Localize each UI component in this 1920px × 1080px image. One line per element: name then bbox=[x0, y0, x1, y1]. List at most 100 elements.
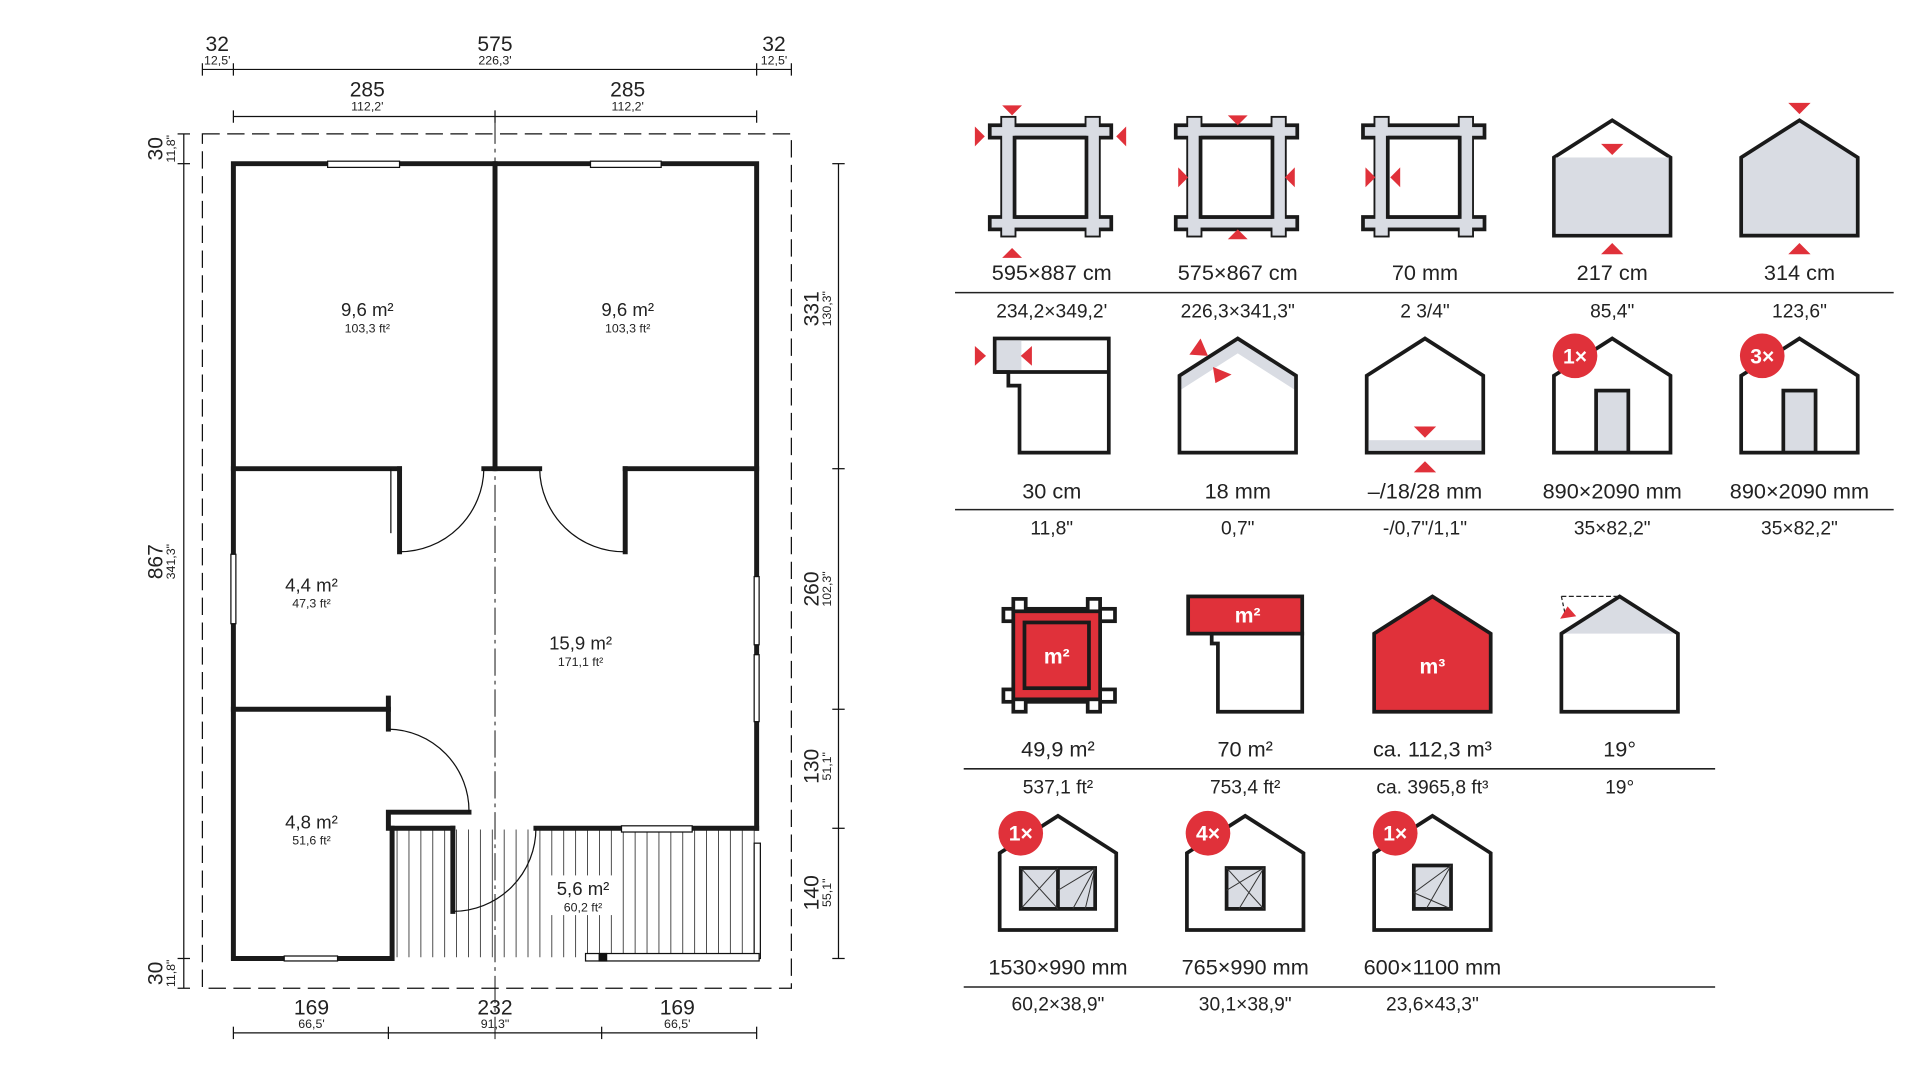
quantity-badge-label: 4× bbox=[1196, 823, 1220, 846]
room-area-imperial: 51,6 ft² bbox=[292, 833, 331, 847]
window bbox=[753, 654, 760, 723]
dim-label: 11,8" bbox=[164, 960, 178, 988]
dim-label: 32 bbox=[206, 33, 229, 56]
room-area-imperial: 60,2 ft² bbox=[564, 900, 603, 914]
spec-value: 890×2090 mm bbox=[1543, 478, 1682, 503]
roof-thickness-icon bbox=[1177, 336, 1298, 455]
roof-area-icon: m² bbox=[1186, 594, 1305, 714]
spec-value: 70 m² bbox=[1217, 736, 1272, 761]
dim-label: 331 bbox=[801, 291, 824, 326]
roof-pitch-icon bbox=[1559, 594, 1680, 714]
dim-label: 55,1" bbox=[820, 879, 834, 907]
window bbox=[283, 955, 339, 962]
top-dimension: 32 12,5' 575 226,3' 32 12,5' bbox=[201, 33, 792, 76]
spec-value: 49,9 m² bbox=[1021, 736, 1095, 761]
spec-imperial: 30,1×38,9" bbox=[1199, 995, 1292, 1016]
dim-label: 66,5' bbox=[298, 1017, 324, 1031]
spec-imperial: 35×82,2" bbox=[1761, 518, 1838, 539]
windows bbox=[230, 160, 761, 962]
floor-plan: 32 12,5' 575 226,3' 32 12,5' 285 112,2' … bbox=[145, 33, 845, 1040]
dim-label: 232 bbox=[477, 996, 512, 1019]
dim-label: 867 bbox=[145, 544, 168, 579]
icon-label: m³ bbox=[1420, 655, 1446, 678]
dim-label: 260 bbox=[801, 571, 824, 606]
spec-imperial: 23,6×43,3" bbox=[1386, 995, 1479, 1016]
railing bbox=[584, 952, 760, 962]
dim-label: 341,3" bbox=[164, 544, 178, 579]
dim-label: 169 bbox=[660, 996, 695, 1019]
spec-imperial: 2 3/4" bbox=[1400, 301, 1450, 322]
window bbox=[589, 160, 662, 169]
window-icon: 1× bbox=[1372, 810, 1493, 932]
quantity-badge bbox=[1185, 810, 1231, 856]
quantity-badge bbox=[1372, 810, 1418, 856]
quantity-badge-label: 1× bbox=[1383, 823, 1407, 846]
dim-label: 285 bbox=[350, 79, 385, 102]
dim-label: 12,5' bbox=[204, 53, 230, 67]
roof-outline bbox=[201, 133, 792, 989]
room-area: 15,9 m² bbox=[549, 633, 612, 654]
spec-value: 1530×990 mm bbox=[988, 955, 1127, 980]
dim-label: 130,3" bbox=[820, 291, 834, 326]
terrace-decking bbox=[396, 829, 755, 958]
spec-values: 595×887 cm 234,2×349,2' 575×867 cm 226,3×34… bbox=[988, 260, 1869, 1015]
spec-value: –/18/28 mm bbox=[1368, 478, 1483, 503]
room-area-imperial: 171,1 ft² bbox=[558, 655, 603, 669]
specs-panel: 1× 3× m² m² m³ bbox=[955, 102, 1894, 1016]
dim-label: 102,3" bbox=[820, 571, 834, 606]
door-icon: 3× bbox=[1739, 333, 1860, 455]
spec-imperial: 19° bbox=[1605, 778, 1634, 799]
dim-label: 91,3" bbox=[481, 1017, 509, 1031]
dim-label: 30 bbox=[145, 962, 168, 985]
quantity-badge-label: 1× bbox=[1009, 823, 1033, 846]
spec-imperial: -/0,7"/1,1" bbox=[1383, 518, 1467, 539]
spec-imperial: 226,3×341,3" bbox=[1181, 301, 1295, 322]
quantity-badge bbox=[998, 810, 1044, 856]
dim-label: 112,2' bbox=[351, 99, 383, 113]
dim-label: 51,1" bbox=[820, 752, 834, 780]
floor-area-icon: m² bbox=[1001, 597, 1117, 714]
spec-imperial: ca. 3965,8 ft³ bbox=[1376, 778, 1489, 799]
spec-imperial: 60,2×38,9" bbox=[1012, 995, 1105, 1016]
dim-label: 30 bbox=[145, 137, 168, 160]
second-dimension: 285 112,2' 285 112,2' bbox=[232, 79, 758, 123]
double-window-icon: 1× bbox=[997, 810, 1119, 932]
quantity-badge bbox=[1739, 333, 1785, 379]
window bbox=[327, 160, 401, 169]
spec-imperial: 11,8" bbox=[1030, 518, 1073, 539]
room-labels: 9,6 m² 103,3 ft² 9,6 m² 103,3 ft² 4,4 m²… bbox=[285, 299, 654, 916]
spec-imperial: 753,4 ft² bbox=[1210, 778, 1281, 799]
dim-label: 66,5' bbox=[664, 1017, 690, 1031]
room-area: 9,6 m² bbox=[601, 299, 654, 320]
spec-imperial: 35×82,2" bbox=[1574, 518, 1651, 539]
dim-label: 226,3' bbox=[478, 53, 511, 67]
quantity-badge-label: 3× bbox=[1750, 345, 1774, 368]
room-area: 5,6 m² bbox=[557, 878, 610, 899]
spec-value: 30 cm bbox=[1022, 478, 1081, 503]
icon-label: m² bbox=[1235, 604, 1261, 627]
spec-imperial: 537,1 ft² bbox=[1023, 778, 1094, 799]
volume-icon: m³ bbox=[1372, 594, 1493, 714]
quantity-badge-label: 1× bbox=[1563, 345, 1587, 368]
bottom-dimension: 169 66,5' 232 91,3" 169 66,5' bbox=[232, 996, 758, 1040]
spec-value: 18 mm bbox=[1205, 478, 1271, 503]
dim-label: 32 bbox=[762, 33, 785, 56]
spec-value: 575×867 cm bbox=[1178, 260, 1298, 285]
spec-value: 70 mm bbox=[1392, 260, 1458, 285]
room-area-imperial: 47,3 ft² bbox=[292, 597, 331, 611]
spec-value: 19° bbox=[1603, 736, 1636, 761]
door-swings bbox=[388, 468, 626, 912]
icon-label: m² bbox=[1044, 645, 1070, 668]
window bbox=[620, 825, 693, 833]
room-area-imperial: 103,3 ft² bbox=[345, 321, 390, 335]
spec-value: 595×887 cm bbox=[992, 260, 1112, 285]
door-icon: 1× bbox=[1552, 333, 1673, 455]
inner-dimensions-icon bbox=[1173, 115, 1300, 240]
spec-value: 600×1100 mm bbox=[1364, 955, 1502, 980]
ridge-height-icon bbox=[1739, 102, 1860, 255]
spec-imperial: 234,2×349,2' bbox=[996, 301, 1107, 322]
roof-overhang-icon bbox=[974, 336, 1111, 455]
